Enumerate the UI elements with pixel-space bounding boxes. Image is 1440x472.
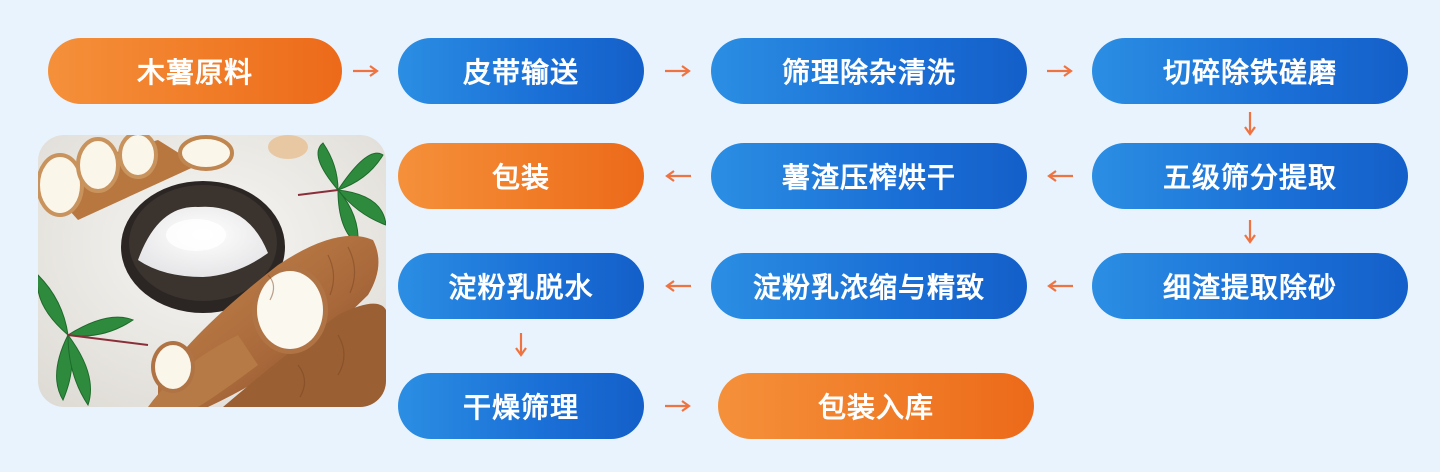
arrow-right-icon — [1046, 64, 1074, 78]
step-residue-pressing-drying: 薯渣压榨烘干 — [711, 143, 1027, 209]
arrow-left-icon — [1046, 169, 1074, 183]
cassava-starch-photo — [38, 135, 386, 407]
step-label: 木薯原料 — [136, 56, 253, 89]
step-label: 包装 — [491, 161, 550, 194]
step-label: 五级筛分提取 — [1162, 161, 1337, 194]
step-packaging: 包装 — [398, 143, 644, 209]
step-five-stage-screening: 五级筛分提取 — [1092, 143, 1408, 209]
step-label: 细渣提取除砂 — [1162, 271, 1337, 304]
arrow-right-icon — [664, 399, 692, 413]
step-packaging-warehousing: 包装入库 — [718, 373, 1034, 439]
step-fine-residue-desanding: 细渣提取除砂 — [1092, 253, 1408, 319]
arrow-left-icon — [1046, 279, 1074, 293]
step-drying-screening: 干燥筛理 — [398, 373, 644, 439]
step-label: 切碎除铁磋磨 — [1162, 56, 1337, 89]
step-label: 淀粉乳浓缩与精致 — [752, 271, 985, 304]
step-label: 薯渣压榨烘干 — [781, 161, 956, 194]
step-starch-milk-dewatering: 淀粉乳脱水 — [398, 253, 644, 319]
step-screening-cleaning: 筛理除杂清洗 — [711, 38, 1027, 104]
arrow-down-icon — [514, 332, 528, 358]
arrow-right-icon — [352, 64, 380, 78]
step-label: 淀粉乳脱水 — [448, 271, 594, 304]
arrow-down-icon — [1243, 111, 1257, 137]
arrow-left-icon — [664, 279, 692, 293]
step-belt-conveying: 皮带输送 — [398, 38, 644, 104]
step-label: 干燥筛理 — [462, 391, 579, 424]
step-label: 包装入库 — [817, 391, 934, 424]
arrow-down-icon — [1243, 219, 1257, 245]
step-cassava-raw-material: 木薯原料 — [48, 38, 342, 104]
arrow-right-icon — [664, 64, 692, 78]
step-crushing-grinding: 切碎除铁磋磨 — [1092, 38, 1408, 104]
step-starch-milk-concentration: 淀粉乳浓缩与精致 — [711, 253, 1027, 319]
step-label: 皮带输送 — [462, 56, 579, 89]
step-label: 筛理除杂清洗 — [781, 56, 956, 89]
arrow-left-icon — [664, 169, 692, 183]
